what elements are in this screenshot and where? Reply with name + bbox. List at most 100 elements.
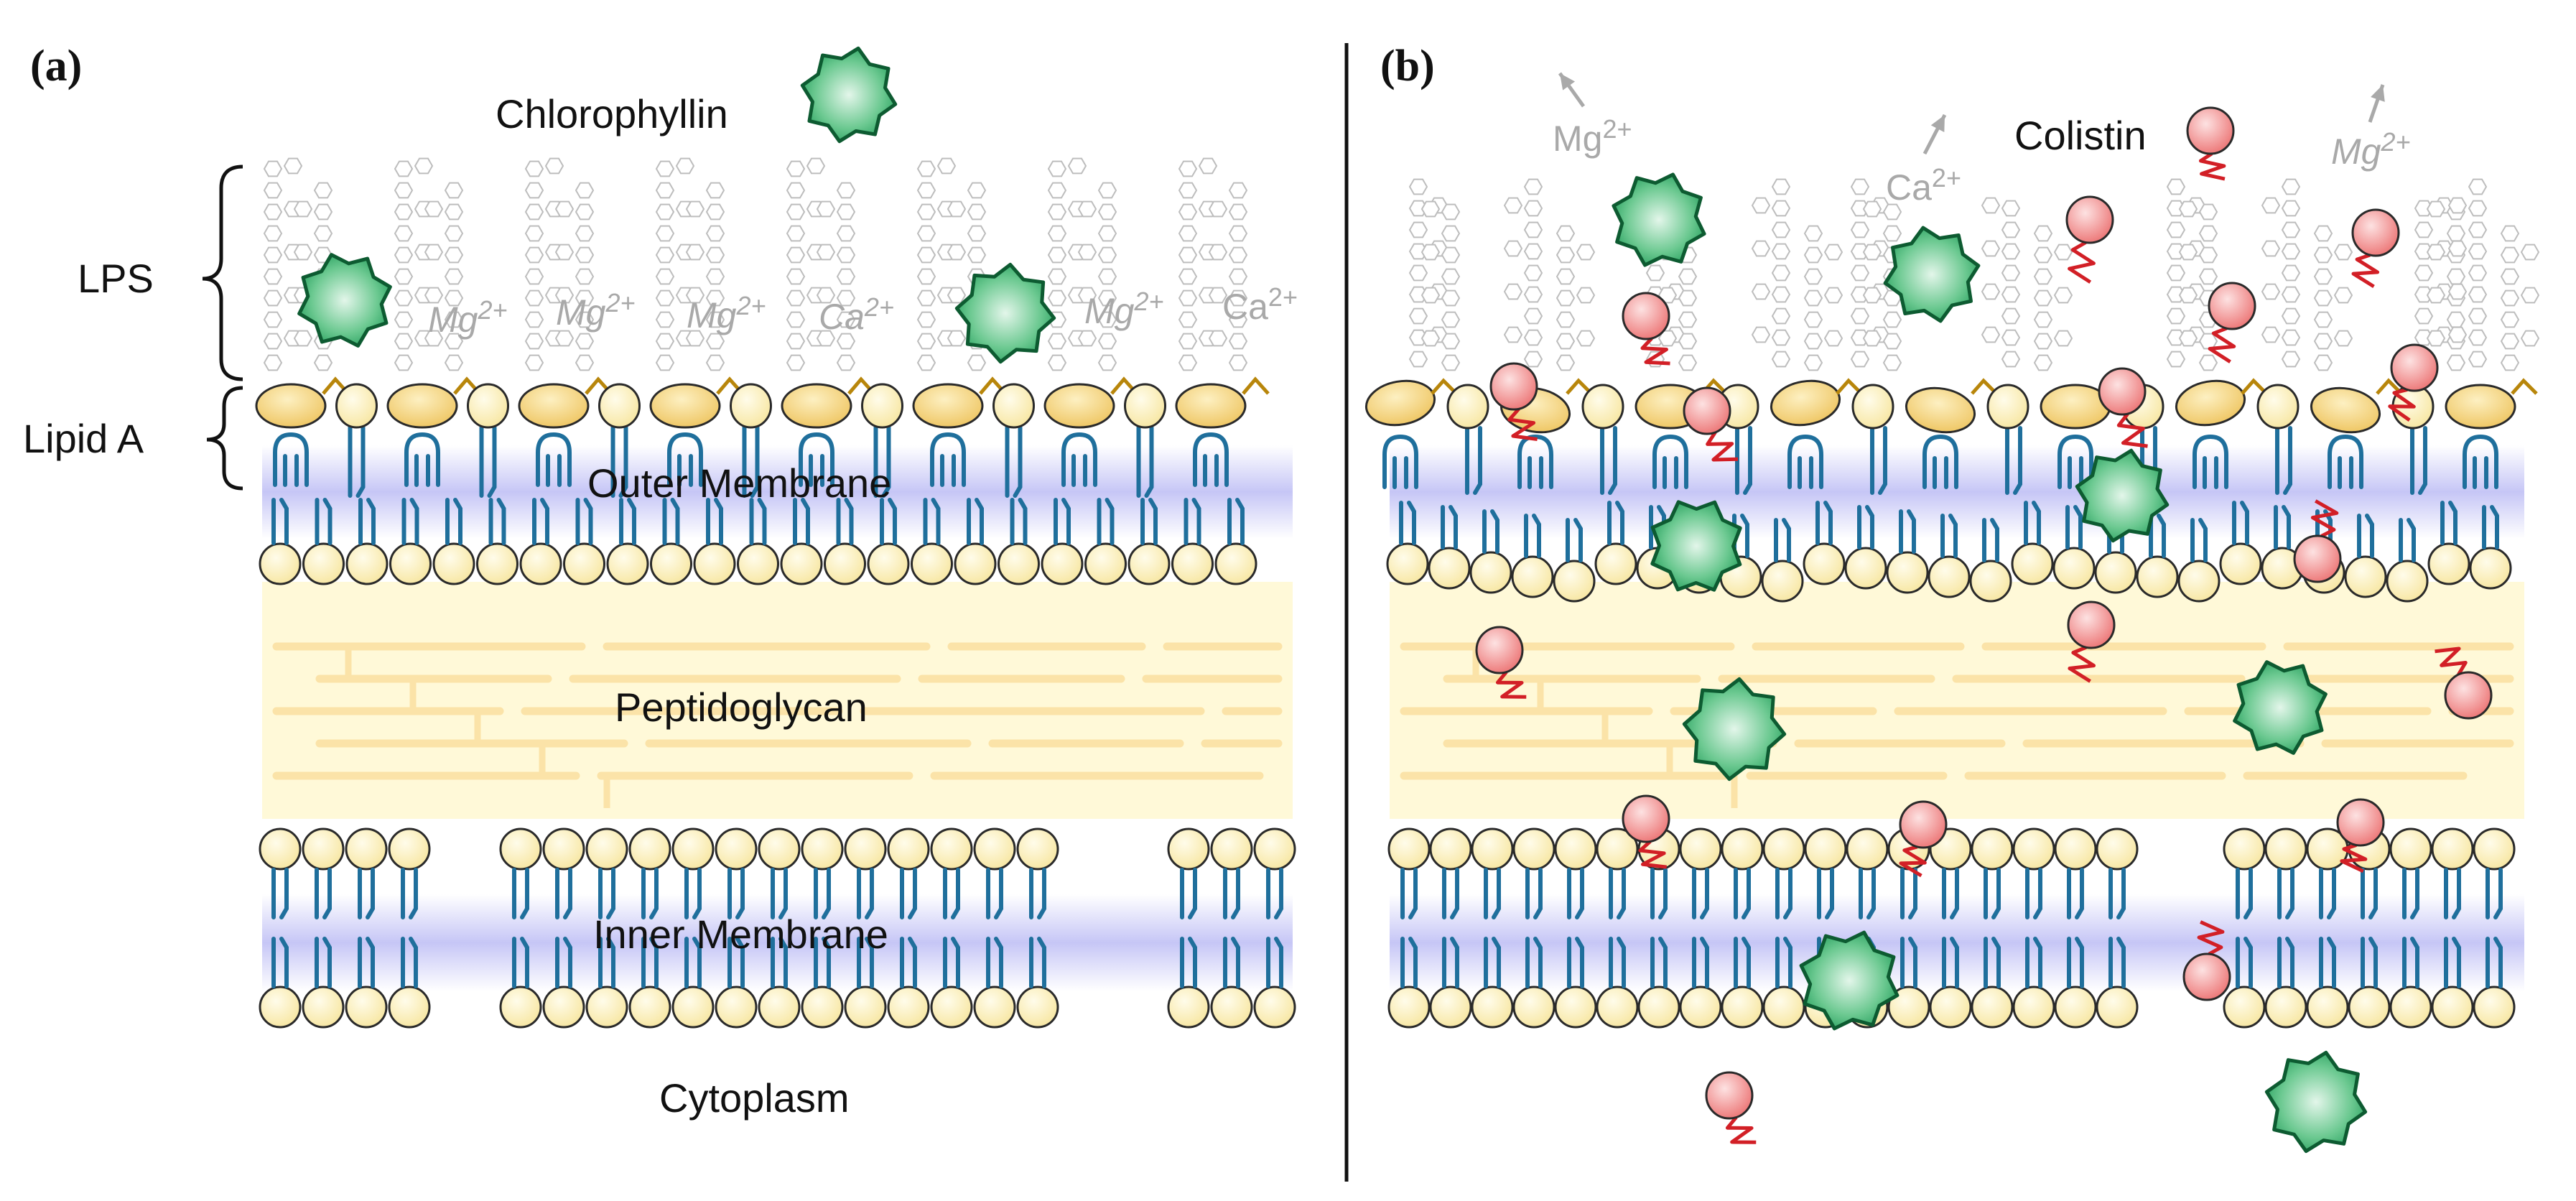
outer-membrane-label: Outer Membrane: [587, 460, 891, 506]
lipid-tail: [1900, 937, 1917, 988]
lps-sugar: [1863, 330, 1882, 347]
lps-sugar: [2468, 178, 2487, 195]
phospholipid-head: [1928, 555, 1971, 598]
phospholipid-head: [715, 986, 758, 1029]
colistin-tail: [2197, 920, 2225, 956]
lps-sugar: [917, 246, 936, 264]
lps-sugar: [424, 200, 443, 218]
lipid-tail: [1899, 509, 1916, 554]
lps-sugar: [264, 160, 282, 177]
lipid-tail: [1817, 868, 1834, 919]
lps-sugar: [1209, 200, 1227, 218]
lps-sugar: [786, 268, 805, 285]
phospholipid-head: [1428, 547, 1471, 590]
lps-sugar: [2167, 307, 2185, 325]
lps-sugar: [2468, 307, 2487, 325]
lps-chains: [264, 157, 2539, 371]
phospholipid-head: [335, 383, 378, 429]
lipid-tail: [1815, 501, 1833, 545]
lps-sugar: [1556, 268, 1575, 285]
lps-sugar: [2521, 330, 2539, 347]
lipid-a-head: [649, 383, 721, 429]
colistin-icon: [2186, 106, 2235, 155]
lps-sugar: [2282, 221, 2300, 238]
phospholipid-head: [563, 542, 605, 585]
lps-sugar: [2468, 243, 2487, 260]
lps-sugar: [947, 330, 966, 347]
lps-sugar: [525, 268, 544, 285]
lps-sugar: [394, 268, 413, 285]
lps-sugar: [575, 182, 594, 199]
phospholipid-head: [1844, 547, 1887, 590]
phospholipid-head: [499, 827, 542, 871]
phospholipid-head: [1387, 986, 1431, 1029]
phospholipid-head: [2386, 560, 2429, 603]
lps-sugar: [575, 354, 594, 371]
lps-sugar: [394, 354, 413, 371]
lps-sugar: [1098, 203, 1117, 221]
lps-sugar: [1098, 354, 1117, 371]
lipid-tail: [1650, 937, 1668, 988]
lipid-tail: [598, 937, 615, 988]
lipid-a-head: [2175, 379, 2246, 427]
lipid-tail: [793, 498, 810, 545]
lps-sugar: [1752, 197, 1770, 214]
lps-sugar: [917, 182, 936, 199]
lps-sugar: [2167, 351, 2185, 368]
lps-sugar: [2282, 264, 2300, 282]
lps-sugar: [414, 157, 433, 175]
lipid-tail: [1692, 868, 1709, 919]
lipid-a-head: [781, 383, 852, 429]
lps-sugar: [1048, 246, 1066, 264]
lipid-tail: [401, 868, 418, 919]
lps-sugar: [2179, 200, 2198, 218]
phospholipid-head: [1016, 986, 1059, 1029]
lps-sugar: [264, 311, 282, 328]
phospholipid-head: [2054, 827, 2097, 871]
phospholipid-head: [1929, 986, 1972, 1029]
lps-sugar: [264, 182, 282, 199]
lps-sugar: [2468, 264, 2487, 282]
lps-sugar: [947, 244, 966, 261]
lipid-tail: [900, 868, 917, 919]
lps-sugar: [786, 289, 805, 307]
lps-sugar: [1421, 200, 1440, 218]
lipid-a-tail: [404, 432, 440, 487]
phospholipid-head: [1969, 560, 2012, 603]
lps-sugar: [1229, 225, 1247, 242]
phospholipid-head: [1471, 986, 1514, 1029]
lps-sugar: [1178, 225, 1197, 242]
chlorophyllin-icon: [1612, 172, 1706, 267]
lps-sugar: [314, 354, 333, 371]
lps-sugar: [1556, 289, 1575, 307]
phospholipid-head: [345, 827, 388, 871]
lps-sugar: [656, 203, 674, 221]
lipid-a-tail: [2328, 434, 2363, 489]
lps-sugar: [1772, 286, 1790, 303]
lipid-tail: [512, 868, 529, 919]
lipid-a-link: [2241, 378, 2268, 395]
colistin-tail: [1725, 1116, 1757, 1144]
lps-sugar: [1178, 333, 1197, 350]
lps-sugar: [525, 182, 544, 199]
lipid-tail: [1399, 501, 1416, 545]
lipid-tail: [2108, 937, 2126, 988]
peptidoglycan-layer-b: [1390, 582, 2524, 819]
lps-sugar: [656, 225, 674, 242]
lps-sugar: [1441, 333, 1460, 350]
lipid-tail: [1266, 937, 1283, 988]
lps-sugar: [1772, 221, 1790, 238]
lps-sugar: [947, 287, 966, 304]
lps-sugar: [706, 225, 725, 242]
lps-sugar: [1883, 225, 1902, 242]
lipid-a-tail: [2463, 434, 2498, 489]
lps-sugar: [2282, 286, 2300, 303]
lipid-tail: [943, 868, 960, 919]
lps-sugar: [1524, 221, 1543, 238]
lps-sugar: [1883, 311, 1902, 328]
lipid-tail: [2402, 937, 2419, 988]
colistin-tail: [2435, 646, 2468, 676]
lipid-a-tail: [2193, 434, 2228, 489]
lipid-tail: [1400, 868, 1418, 919]
phospholipid-head: [715, 827, 758, 871]
